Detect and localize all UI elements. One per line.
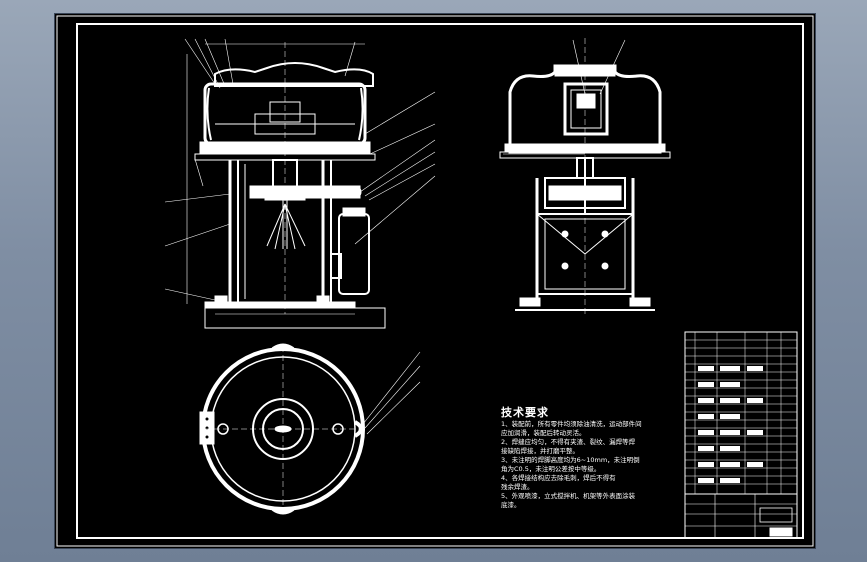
drawing-frame	[76, 23, 804, 539]
tech-requirement-line: 残余焊渣。	[501, 483, 534, 491]
tech-requirement-line: 应加润滑，装配后转动灵活。	[501, 429, 586, 437]
tech-requirement-line: 1、装配前，所有零件均须除油清洗，运动部件间	[501, 420, 642, 428]
tech-requirements-title: 技术要求	[501, 406, 549, 419]
tech-requirement-line: 4、各焊接结构应去除毛刺，焊后不得有	[501, 474, 616, 482]
front-view	[164, 38, 436, 329]
tech-requirement-line: 3、未注明的焊脚高度均为6~10mm，未注明倒	[501, 456, 640, 464]
tech-requirement-line: 2、焊缝应均匀，不得有夹渣、裂纹、漏焊等焊	[501, 438, 636, 446]
sheet-border	[56, 15, 814, 547]
tech-requirements: 1、装配前，所有零件均须除油清洗，运动部件间 应加润滑，装配后转动灵活。 2、焊…	[501, 420, 681, 510]
tech-requirement-line: 角为C0.5，未注明公差按中等级。	[501, 465, 601, 473]
top-view	[199, 343, 421, 515]
tech-requirement-line: 底漆。	[501, 501, 521, 509]
cad-drawing	[56, 15, 814, 547]
cad-drawing-viewport[interactable]: 技术要求 1、装配前，所有零件均须除油清洗，运动部件间 应加润滑，装配后转动灵活…	[55, 14, 815, 548]
parts-list	[684, 331, 798, 539]
tech-requirement-line: 接缺陷焊接，并打磨平整。	[501, 447, 579, 455]
side-view	[499, 38, 671, 314]
tech-requirement-line: 5、外观喷漆，立式搅拌机、机架等外表面涂装	[501, 492, 636, 500]
